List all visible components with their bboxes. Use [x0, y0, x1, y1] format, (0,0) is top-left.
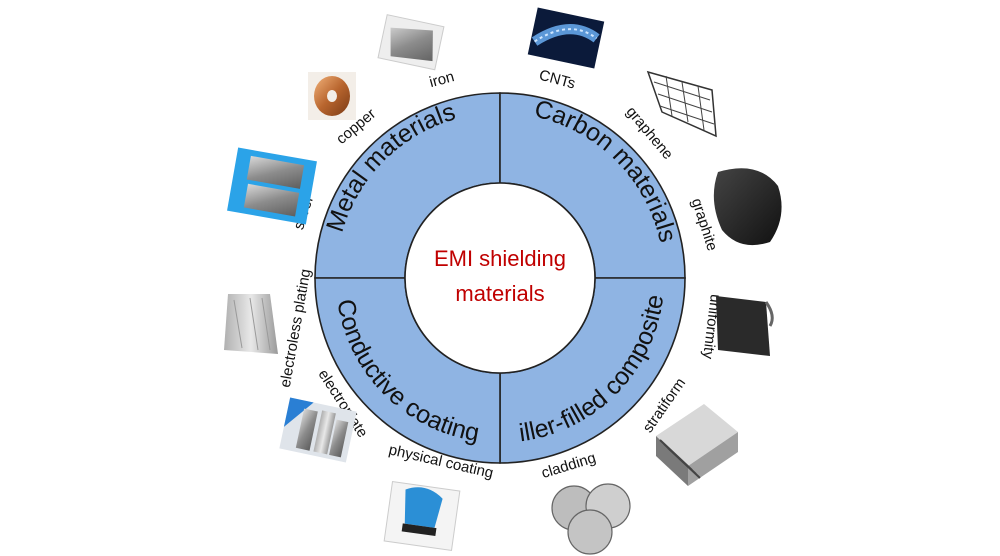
center-circle	[404, 182, 596, 374]
center-title-line2: materials	[455, 281, 544, 306]
cnts-image	[527, 7, 605, 69]
electroplate-image	[279, 397, 357, 463]
cladding-image	[551, 483, 631, 555]
item-label-iron: iron	[428, 68, 457, 91]
item-label-electroless-plating: electroless plating	[277, 268, 315, 389]
copper-image	[308, 72, 356, 120]
center-title-line1: EMI shielding	[434, 246, 566, 271]
item-images	[224, 7, 782, 555]
item-label-cnts: CNTs	[537, 67, 577, 93]
physical-coating-image	[383, 480, 461, 552]
iron-image	[377, 14, 445, 71]
graphite-image	[713, 168, 782, 246]
graphene-image	[646, 70, 717, 138]
uniformity-image	[716, 296, 774, 356]
category-ring	[314, 92, 686, 464]
silver-image	[227, 147, 317, 225]
stratiform-image	[656, 404, 738, 486]
electroless-plating-image	[224, 294, 278, 354]
